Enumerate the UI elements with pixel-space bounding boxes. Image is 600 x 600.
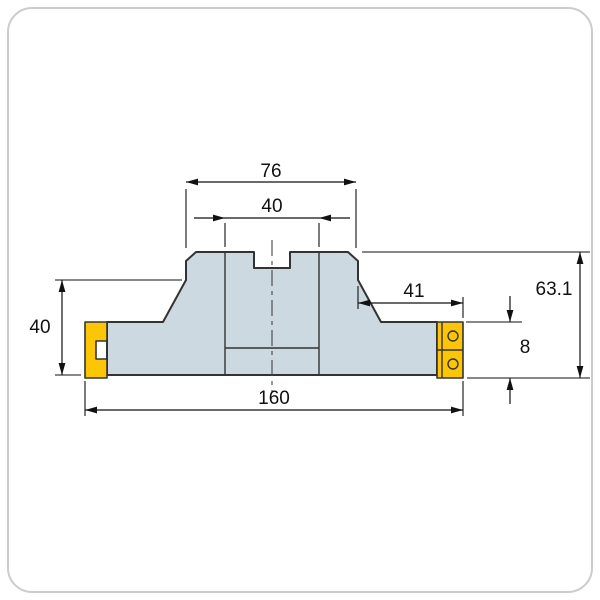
arrow-up-icon [576, 252, 584, 264]
arrow-right-icon [213, 214, 225, 222]
dimension-body-height: 40 [29, 279, 182, 376]
insert-screw-top [447, 330, 459, 342]
arrow-left-icon [85, 406, 97, 414]
insert-screw-bottom [447, 358, 459, 370]
left-insert [84, 321, 108, 379]
dimension-insert-height: 8 [466, 296, 530, 404]
arrow-left-icon [319, 214, 331, 222]
dim-label-40-top: 40 [261, 196, 282, 217]
dimension-bore-diameter: 40 [194, 196, 350, 247]
arrow-down-icon [506, 310, 514, 322]
arrow-up-icon [58, 280, 66, 292]
dim-label-40-left: 40 [29, 317, 50, 338]
arrow-right-icon [451, 406, 463, 414]
dimension-hub-width: 76 [185, 161, 357, 248]
arrow-up-icon [506, 378, 514, 390]
arrow-down-icon [576, 366, 584, 378]
right-insert [436, 321, 464, 379]
dimension-cutting-diameter: 160 [84, 381, 464, 416]
dimension-edge-offset: 41 [357, 281, 464, 318]
arrow-right-icon [451, 299, 463, 307]
dimension-overall-height: 63.1 [362, 251, 590, 379]
dim-label-8: 8 [520, 337, 531, 358]
arrow-down-icon [58, 363, 66, 375]
arrow-right-icon [344, 178, 356, 186]
dim-label-41: 41 [403, 281, 424, 302]
page-border [7, 7, 593, 593]
dim-label-160: 160 [258, 388, 290, 409]
dim-label-76: 76 [260, 161, 281, 182]
arrow-left-icon [186, 178, 198, 186]
dim-label-63-1: 63.1 [536, 279, 573, 300]
bore-lines [224, 253, 320, 374]
arrow-left-icon [358, 299, 370, 307]
